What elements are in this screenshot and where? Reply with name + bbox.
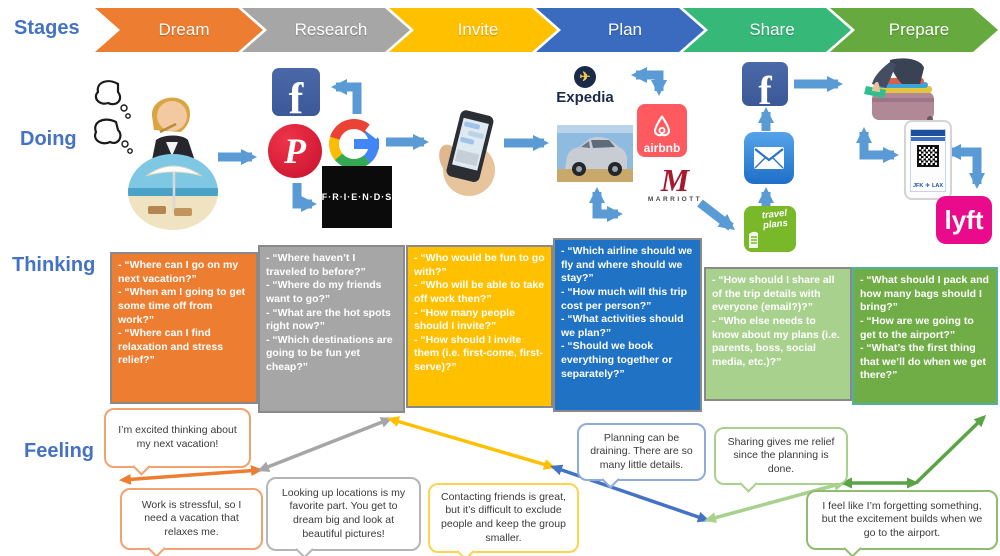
car-photo <box>557 125 633 182</box>
thinking-item: - “Where can I go on my next vacation?” <box>118 259 239 285</box>
doing-row-label: Doing <box>20 128 77 150</box>
facebook-f: f <box>288 73 304 116</box>
bubble-text: Looking up locations is my favorite part… <box>281 486 406 540</box>
thinking-item: - “How much will this trip cost per pers… <box>561 285 687 312</box>
bubble-text: I’m excited thinking about my next vacat… <box>118 424 237 450</box>
feeling-bubble-share: Sharing gives me relief since the planni… <box>714 427 848 485</box>
thinking-item: - “Where can I find relaxation and stres… <box>118 327 224 367</box>
thinking-box-research: - “Where haven’t I traveled to before?” … <box>258 245 405 413</box>
facebook-f: f <box>758 67 772 106</box>
stages-row-label: Stages <box>14 17 80 39</box>
bubble-text: Planning can be draining. There are so m… <box>590 431 693 471</box>
thinking-item: - “What’s the first thing that we’ll do … <box>860 342 987 382</box>
stage-label: Prepare <box>888 20 950 39</box>
thinking-item: - “Who else needs to know about my plans… <box>712 314 840 368</box>
thinking-box-prepare: - “What should I pack and how many bags … <box>852 267 998 405</box>
thinking-item: - “Where haven’t I traveled to before?” <box>266 252 366 278</box>
packing-suitcase-photo <box>864 58 934 122</box>
stage-label: Plan <box>607 20 643 39</box>
texting-phone-photo <box>439 110 495 196</box>
stage-label: Dream <box>158 20 210 39</box>
thinking-item: - “Which airline should we fly and where… <box>561 245 693 285</box>
friends-logo: F·R·I·E·N·D·S <box>322 166 392 228</box>
thinking-box-share: - “How should I share all of the trip de… <box>704 267 852 401</box>
stage-chevron-share: Share <box>683 8 851 52</box>
thinking-item: - “Should we book everything together or… <box>561 340 673 380</box>
marriott-m: M <box>660 162 690 198</box>
thinking-box-invite: - “Who would be fun to go with?” - “Who … <box>406 245 553 408</box>
bubble-text: I feel like I’m forgetting something, bu… <box>821 499 983 539</box>
feeling-bubble-prepare: I feel like I’m forgetting something, bu… <box>806 490 998 550</box>
thinking-item: - “How many people should I invite?” <box>414 306 515 333</box>
feeling-bubble-dream-2: Work is stressful, so I need a vacation … <box>120 488 263 550</box>
thinking-box-dream: - “Where can I go on my next vacation?” … <box>110 252 258 404</box>
feeling-bubble-dream-1: I’m excited thinking about my next vacat… <box>104 408 251 468</box>
expedia-plane-icon: ✈ <box>574 66 596 88</box>
email-icon <box>744 132 794 184</box>
plane-icon: ✈ <box>925 183 930 189</box>
thinking-item: - “Where do my friends want to go?” <box>266 279 382 305</box>
stage-chevron-research: Research <box>242 8 410 52</box>
feeling-row-label: Feeling <box>24 440 95 462</box>
bubble-text: Work is stressful, so I need a vacation … <box>141 498 242 538</box>
lyft-label: lyft <box>944 204 984 235</box>
thinking-item: - “Who will be able to take off work the… <box>414 279 545 305</box>
thinking-item: - “What activities should we plan?” <box>561 313 684 339</box>
google-icon <box>329 119 383 169</box>
boarding-pass-screen: JFK ✈ LAX <box>910 129 946 192</box>
thinking-item: - “When am I going to get some time off … <box>118 286 246 326</box>
stage-chevron-plan: Plan <box>536 8 704 52</box>
expedia-label: Expedia <box>556 89 614 106</box>
facebook-icon-share: f <box>742 62 788 106</box>
thinking-item: - “What are the hot spots right now?” <box>266 306 391 333</box>
thinking-item: - “Which destinations are going to be fu… <box>266 333 393 374</box>
feeling-bubble-research: Looking up locations is my favorite part… <box>266 477 421 551</box>
stage-label: Invite <box>457 20 499 39</box>
thinking-item: - “How are we going to get to the airpor… <box>860 314 974 341</box>
thinking-item: - “Who would be fun to go with?” <box>414 252 545 278</box>
expedia-logo: ✈ Expedia <box>552 66 618 106</box>
friends-label: F·R·I·E·N·D·S <box>321 192 393 202</box>
boarding-from: JFK <box>913 183 924 189</box>
bubble-text: Sharing gives me relief since the planni… <box>727 435 835 475</box>
marriott-logo: M MARRIOTT <box>640 162 710 203</box>
airbnb-label: airbnb <box>643 141 681 155</box>
stage-chevron-dream: Dream <box>95 8 263 52</box>
airbnb-logo: airbnb <box>637 104 687 157</box>
bubble-text: Contacting friends is great, but it’s di… <box>441 490 566 544</box>
lyft-logo: lyft <box>936 196 992 244</box>
feeling-bubble-plan: Planning can be draining. There are so m… <box>577 423 706 481</box>
stage-chevron-invite: Invite <box>389 8 557 52</box>
marriott-label: MARRIOTT <box>647 195 703 203</box>
thinking-item: - “What should I pack and how many bags … <box>860 274 989 314</box>
stage-chevron-prepare: Prepare <box>830 8 998 52</box>
feeling-bubble-invite: Contacting friends is great, but it’s di… <box>428 483 579 553</box>
thinking-item: - “How should I share all of the trip de… <box>712 274 835 314</box>
qr-code <box>917 145 939 167</box>
facebook-icon: f <box>272 68 320 116</box>
boarding-pass-phone: JFK ✈ LAX <box>904 120 952 200</box>
stage-label: Share <box>749 20 795 39</box>
pinterest-icon: P <box>268 124 322 178</box>
travel-plans-icon: travel plans <box>744 206 796 252</box>
thinking-item: - “How should I invite them (i.e. first-… <box>414 333 543 374</box>
stage-label: Research <box>294 20 368 39</box>
thinking-row-label: Thinking <box>12 254 96 276</box>
thinking-box-plan: - “Which airline should we fly and where… <box>553 238 702 412</box>
boarding-to: LAX <box>932 183 943 189</box>
